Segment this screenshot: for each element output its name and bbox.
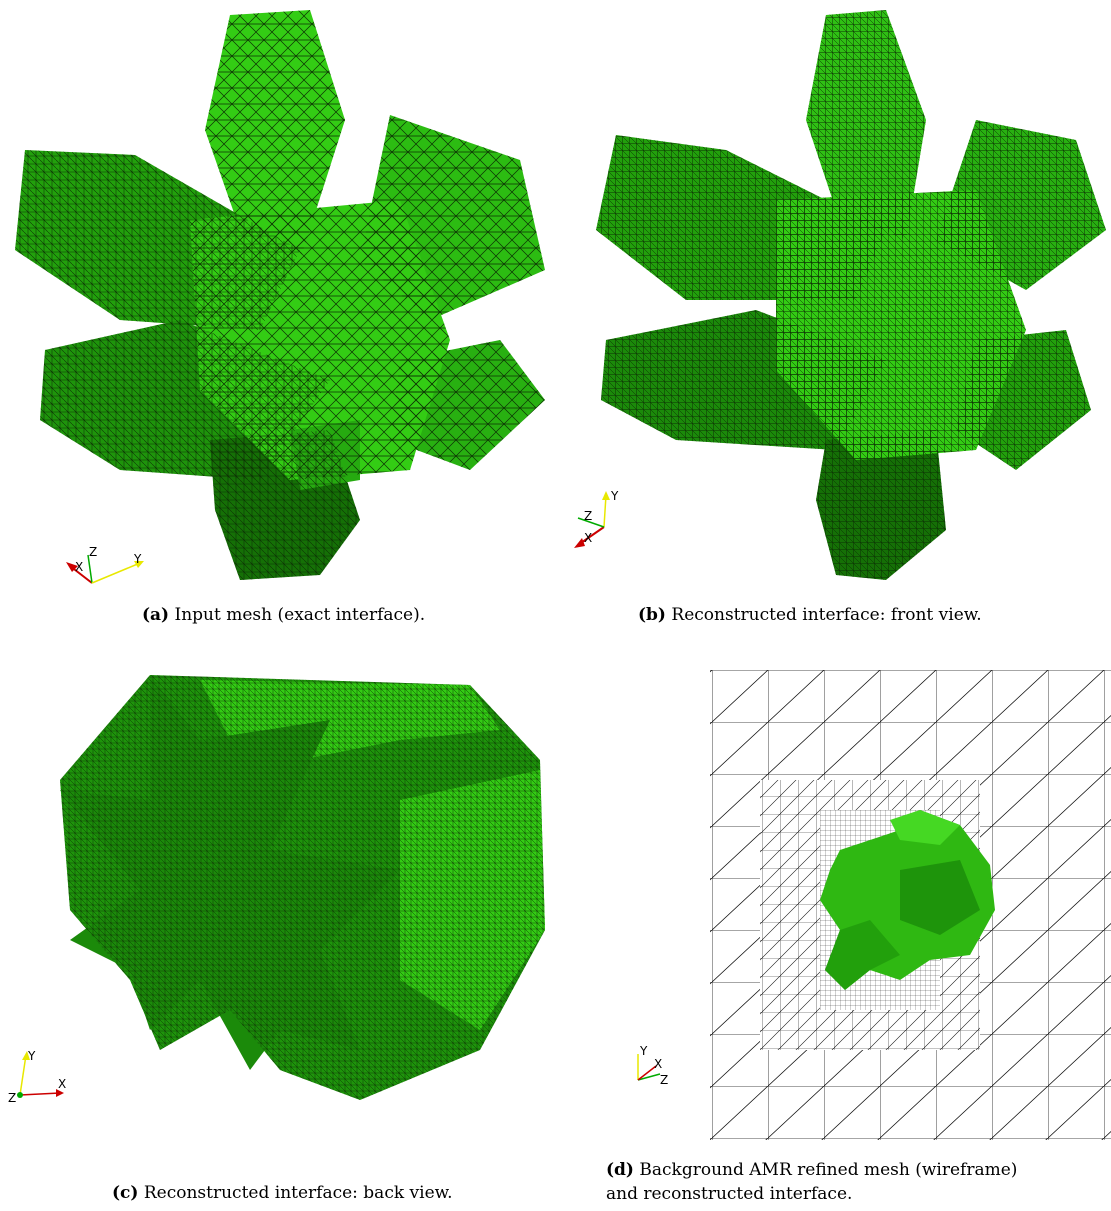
caption-d: (d) Background AMR refined mesh (wirefra… bbox=[606, 1158, 1106, 1206]
caption-d-text-2: and reconstructed interface. bbox=[606, 1184, 853, 1204]
caption-a-tag: (a) bbox=[142, 605, 170, 625]
caption-c-tag: (c) bbox=[112, 1183, 139, 1203]
gear-shape-d bbox=[820, 810, 995, 990]
caption-a-text: Input mesh (exact interface). bbox=[174, 605, 426, 625]
gear-shape-b bbox=[596, 10, 1106, 580]
caption-d-tag: (d) bbox=[606, 1160, 634, 1180]
axis-label-y: Y bbox=[27, 1049, 36, 1063]
caption-b-tag: (b) bbox=[638, 605, 666, 625]
axis-label-z: Z bbox=[584, 509, 592, 523]
caption-c: (c) Reconstructed interface: back view. bbox=[112, 1181, 453, 1205]
caption-a: (a) Input mesh (exact interface). bbox=[142, 603, 425, 627]
axis-label-z: Z bbox=[8, 1091, 16, 1105]
axis-label-x: X bbox=[584, 531, 592, 545]
axis-label-x: X bbox=[654, 1057, 662, 1071]
caption-d-line1: (d) Background AMR refined mesh (wirefra… bbox=[606, 1158, 1106, 1182]
axis-triad-a: X Z Y bbox=[66, 545, 144, 584]
gear-shape-c bbox=[60, 675, 545, 1100]
axis-label-y: Y bbox=[610, 489, 619, 503]
axis-label-x: X bbox=[58, 1077, 66, 1091]
axis-label-z: Z bbox=[660, 1073, 668, 1087]
axis-label-z: Z bbox=[89, 545, 97, 559]
caption-b: (b) Reconstructed interface: front view. bbox=[638, 603, 982, 627]
axis-label-y: Y bbox=[133, 552, 142, 566]
caption-b-text: Reconstructed interface: front view. bbox=[671, 605, 982, 625]
gear-shape-a bbox=[15, 10, 545, 580]
axis-triad-b: X Y Z bbox=[574, 489, 619, 548]
axis-triad-c: X Y Z bbox=[8, 1049, 66, 1105]
caption-c-text: Reconstructed interface: back view. bbox=[143, 1183, 453, 1203]
panel-a-image: X Z Y bbox=[0, 0, 555, 590]
panel-b-image: X Y Z bbox=[556, 0, 1111, 590]
axis-triad-d: Y X Z bbox=[637, 1044, 668, 1087]
panel-c-image: X Y Z bbox=[0, 650, 555, 1150]
axis-label-x: X bbox=[75, 560, 83, 574]
caption-d-text-1: Background AMR refined mesh (wireframe) bbox=[639, 1160, 1018, 1180]
panel-d-image: Y X Z bbox=[600, 670, 1111, 1140]
axis-label-y: Y bbox=[639, 1044, 648, 1058]
